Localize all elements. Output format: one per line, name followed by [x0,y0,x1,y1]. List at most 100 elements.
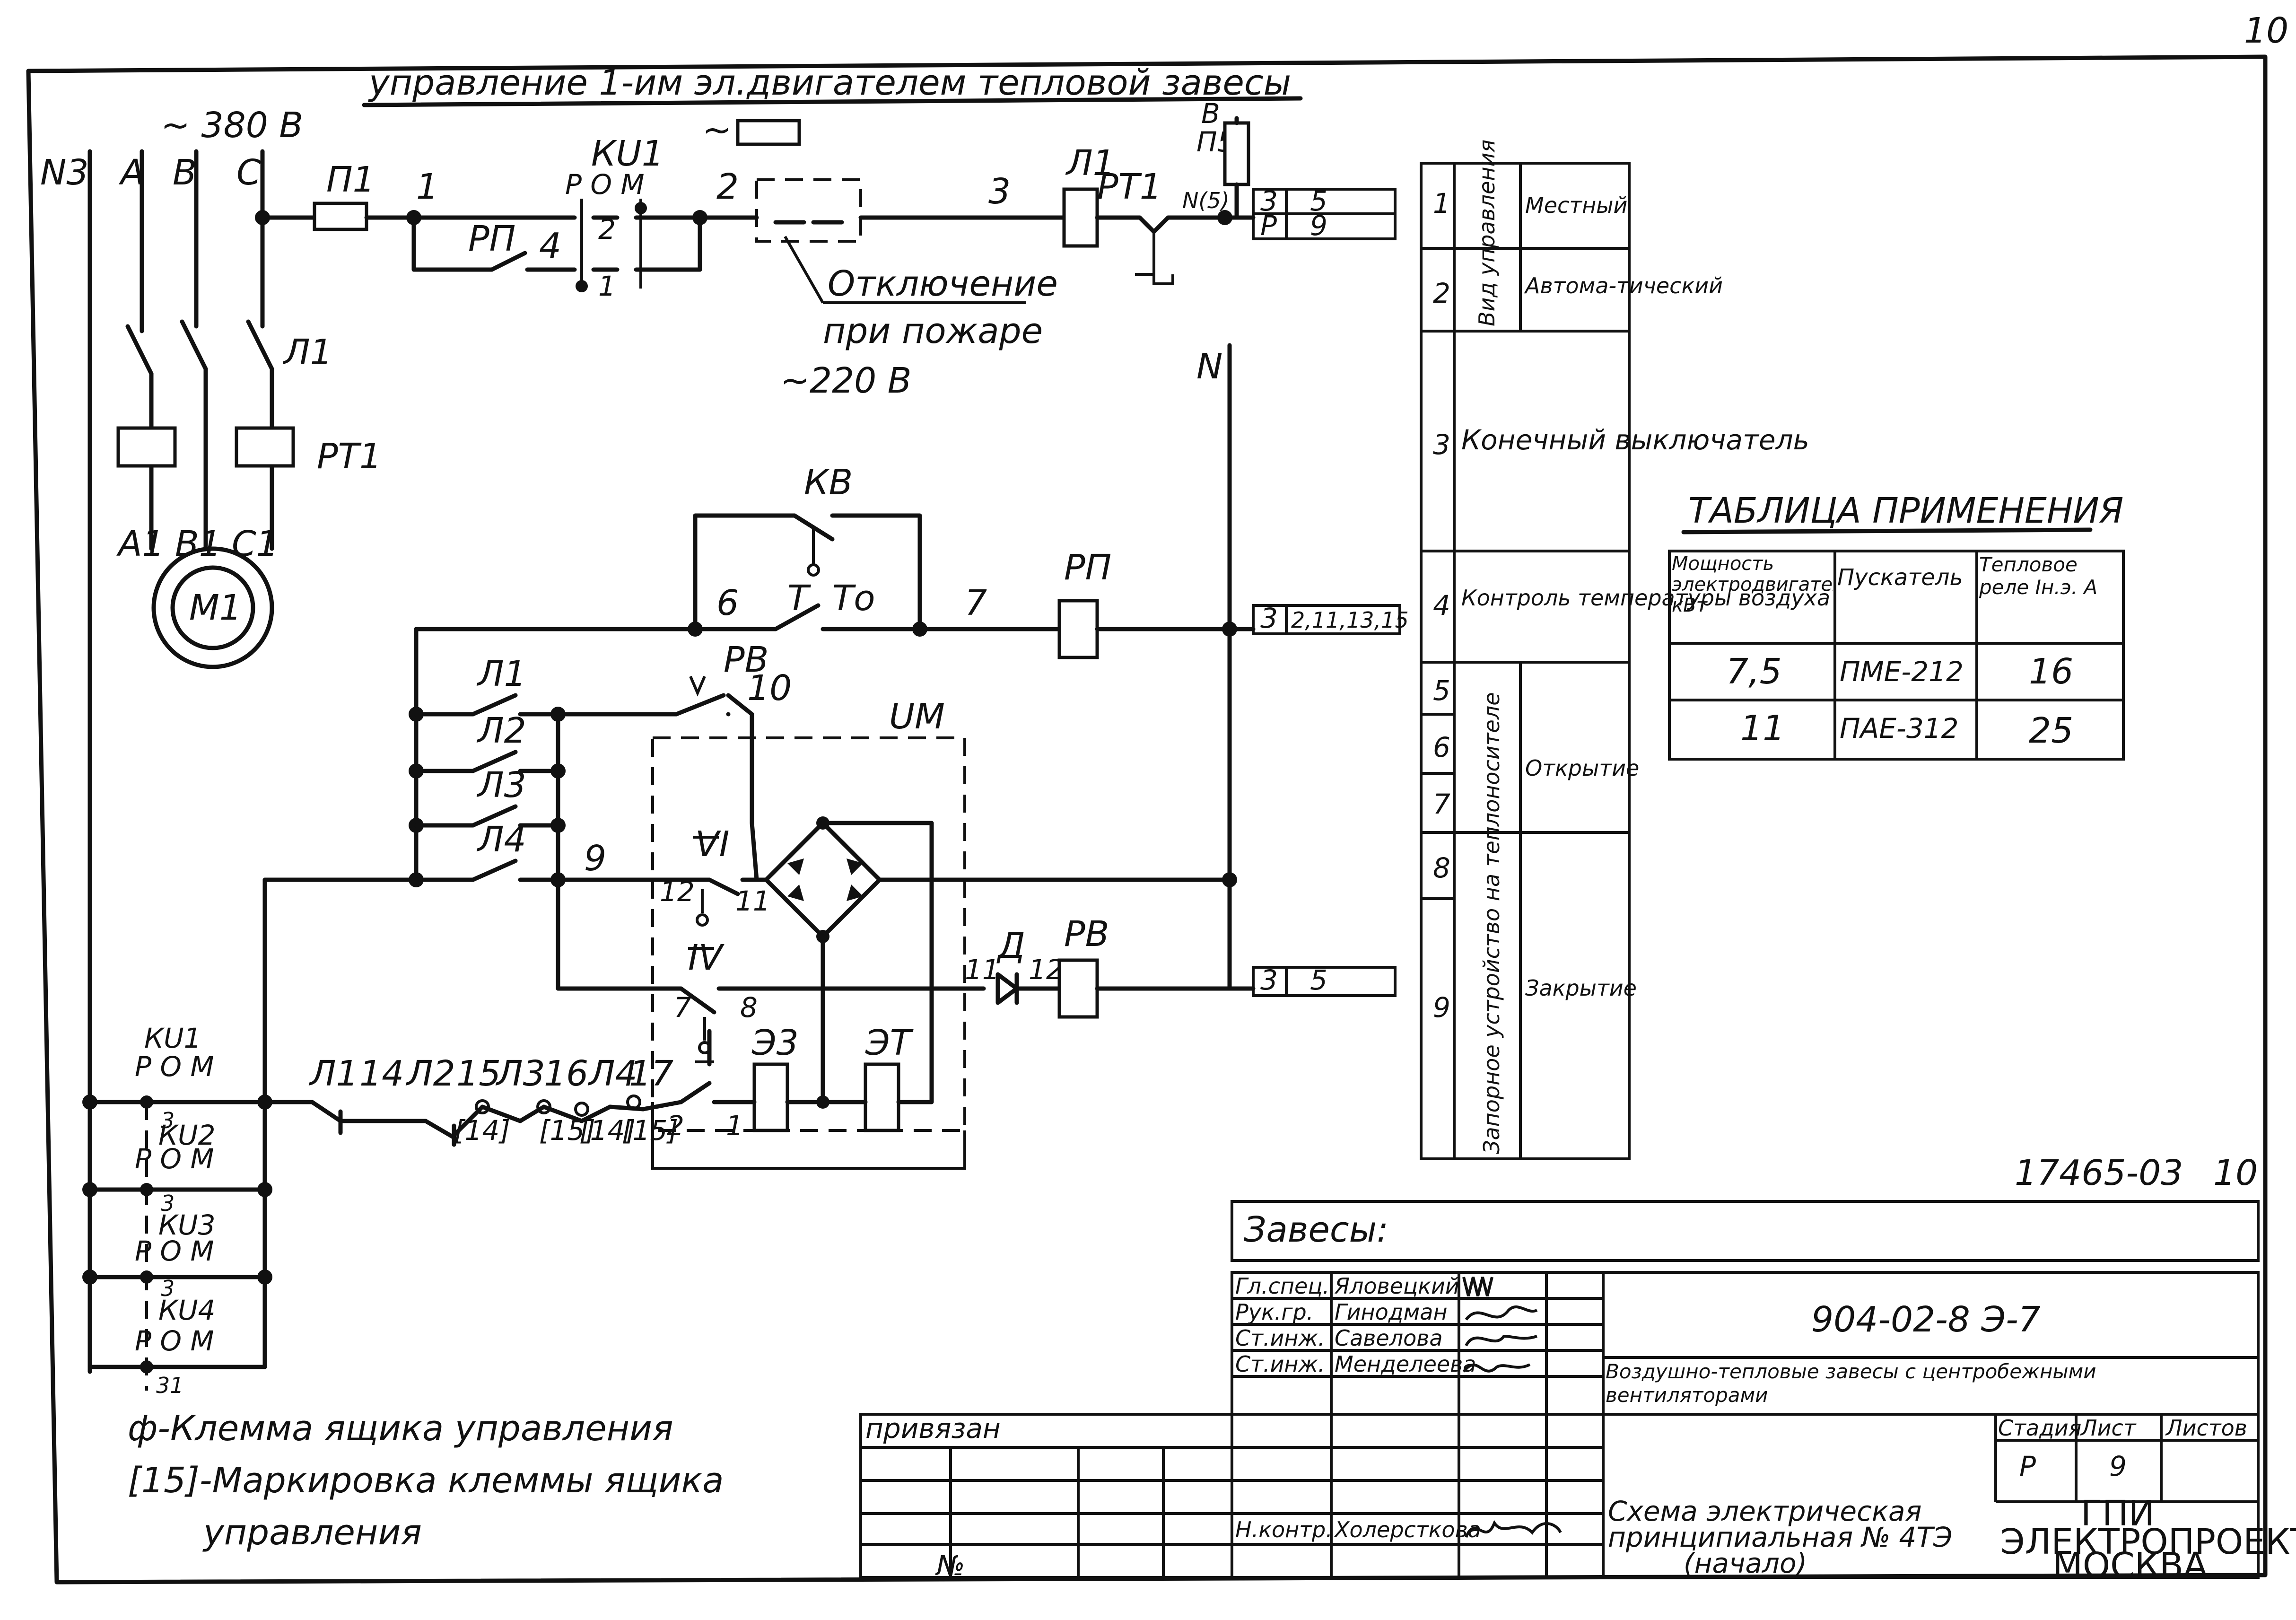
svg-text:Гл.спец.: Гл.спец. [1235,1273,1329,1299]
neutral-label: N [1196,346,1222,387]
rv-label: РВ [724,639,768,680]
terminal-ref-2: 3 2,11,13,15 [1252,602,1409,635]
svg-text:3: 3 [161,1191,175,1216]
kv-label: КВ [804,462,853,503]
svg-text:5: 5 [1433,674,1450,707]
title-underline [362,96,1303,107]
marker-15b: [15] [622,1114,678,1147]
thermo-to-label: То [832,578,875,619]
page-number: 10 [2244,10,2288,51]
project-code: 904-02-8 Э-7 [1811,1299,2041,1340]
subject: Завесы: [1244,1209,1388,1250]
n5-label: N(5) [1182,188,1230,213]
wire-7b: 7 [674,991,691,1024]
application-table: ТАБЛИЦА ПРИМЕНЕНИЯ Мощность электродвига… [1668,490,2125,761]
ku1-contact-1: 1 [598,270,616,302]
svg-text:6: 6 [1433,731,1450,763]
signature-1 [1462,1277,1493,1296]
title-block: 17465-03 10 Завесы: Гл.спец. Яловецкий Р… [859,1153,2296,1586]
svg-text:Холерсткова: Холерсткова [1334,1517,1481,1542]
svg-text:Н.контр.: Н.контр. [1235,1517,1333,1542]
fuse-label: П1 [326,159,375,200]
bridge-rectifier [764,821,882,939]
legend: ф-Клемма ящика управления [15]-Маркировк… [128,1408,724,1553]
wire-1: 1 [416,166,438,207]
svg-text:Запорное устройство на теплоно: Запорное устройство на теплоносителе [1479,692,1504,1154]
svg-text:31: 31 [156,1373,184,1398]
thermal-element-a [116,426,177,468]
e3-label: Э3 [751,1023,799,1063]
svg-text:3: 3 [1260,185,1278,217]
phase-label-n3: N3 [40,152,88,193]
svg-text:Конечный выключатель: Конечный выключатель [1461,424,1809,456]
l4-label: Л4 [476,819,526,860]
app-header-starter: Пускатель [1837,564,1963,591]
chain-17: 17 [629,1053,673,1094]
svg-text:Закрытие: Закрытие [1525,975,1637,1001]
wire-7: 7 [965,583,987,623]
coil-e3 [752,1062,789,1132]
et-label: ЭТ [865,1023,914,1063]
side-table: 1 2 3 4 5 6 7 8 9 Вид управления Местный… [1420,140,1830,1160]
signature-3 [1465,1334,1537,1347]
um-wire-2: 2 [667,1110,684,1142]
svg-text:ПМЕ-212: ПМЕ-212 [1840,656,1964,688]
um-label: UМ [889,696,945,737]
doc-sheet-num: 10 [2213,1153,2258,1193]
drawing-title-2: принципиальная № 4ТЭ [1608,1521,1952,1553]
power-circuit: ~ 380 В N3 A B C Л1 РТ1 A1 B1 C1 M1 [40,105,382,1369]
svg-text:Стадия: Стадия [1998,1415,2081,1441]
sheet-frame [26,54,2268,1585]
coil-l1 [1062,187,1099,248]
ku3-label: КU3 [158,1209,216,1241]
ku4-label: КU4 [158,1294,216,1326]
chain-14: 14 [359,1053,404,1094]
svg-text:Менделеева: Менделеева [1335,1351,1476,1377]
rv-coil-label: РВ [1064,914,1109,954]
rv-coil [1057,958,1099,1019]
svg-text:1: 1 [1433,187,1450,219]
coil-et [864,1062,900,1132]
svg-text:3: 3 [161,1108,175,1133]
fuse-p5 [1223,121,1250,186]
wire-4: 4 [539,226,561,266]
app-header-power: Мощность электродвигателя кВт [1672,553,1833,616]
svg-text:Ст.инж.: Ст.инж. [1235,1325,1325,1351]
ku2-label: КU2 [158,1119,216,1151]
signature-2 [1465,1305,1538,1321]
svg-text:Рук.гр.: Рук.гр. [1235,1299,1313,1325]
marker-15a: [15] [539,1114,595,1147]
vi-label: VI [695,824,729,865]
svg-text:11: 11 [1740,708,1785,749]
wire-11: 11 [735,885,770,917]
svg-text:4: 4 [1433,589,1450,622]
app-table-title: ТАБЛИЦА ПРИМЕНЕНИЯ [1688,490,2123,531]
svg-text:Гинодман: Гинодман [1335,1299,1448,1325]
svg-text:7,5: 7,5 [1726,651,1782,692]
org-3: МОСКВА [2052,1545,2208,1586]
app-header-relay: Тепловое реле Iн.э. А [1979,553,2098,599]
legend-terminal: ф-Клемма ящика управления [128,1408,673,1449]
thermal-relay-label: РТ1 [317,436,382,477]
svg-text:9: 9 [1310,210,1327,242]
ku1-b-label: КU1 [144,1022,201,1054]
svg-text:Листов: Листов [2165,1415,2247,1441]
rp-coil [1057,599,1099,659]
svg-text:3: 3 [1260,602,1278,634]
terminal-ref-1: 3 5 Р 9 [1252,185,1397,242]
voltage-main-label: ~ 380 В [161,105,303,146]
svg-text:2,11,13,15: 2,11,13,15 [1291,607,1409,633]
linked-label: привязан [865,1412,1001,1445]
svg-text:ПАЕ-312: ПАЕ-312 [1840,712,1959,744]
p5-b-label: В [1201,97,1220,130]
phase-label-c: C [236,152,261,193]
l3-label: Л3 [476,765,526,806]
svg-text:Лист: Лист [2080,1415,2137,1441]
coil-l1-label: Л1 [1065,143,1115,184]
fire-cutoff-box [755,178,862,243]
contactor-label: Л1 [282,332,332,373]
chain-l1: Л1 [308,1053,358,1094]
svg-text:Автома-тический: Автома-тический [1524,273,1723,298]
diode [995,972,1019,1005]
svg-text:5: 5 [1310,964,1327,996]
